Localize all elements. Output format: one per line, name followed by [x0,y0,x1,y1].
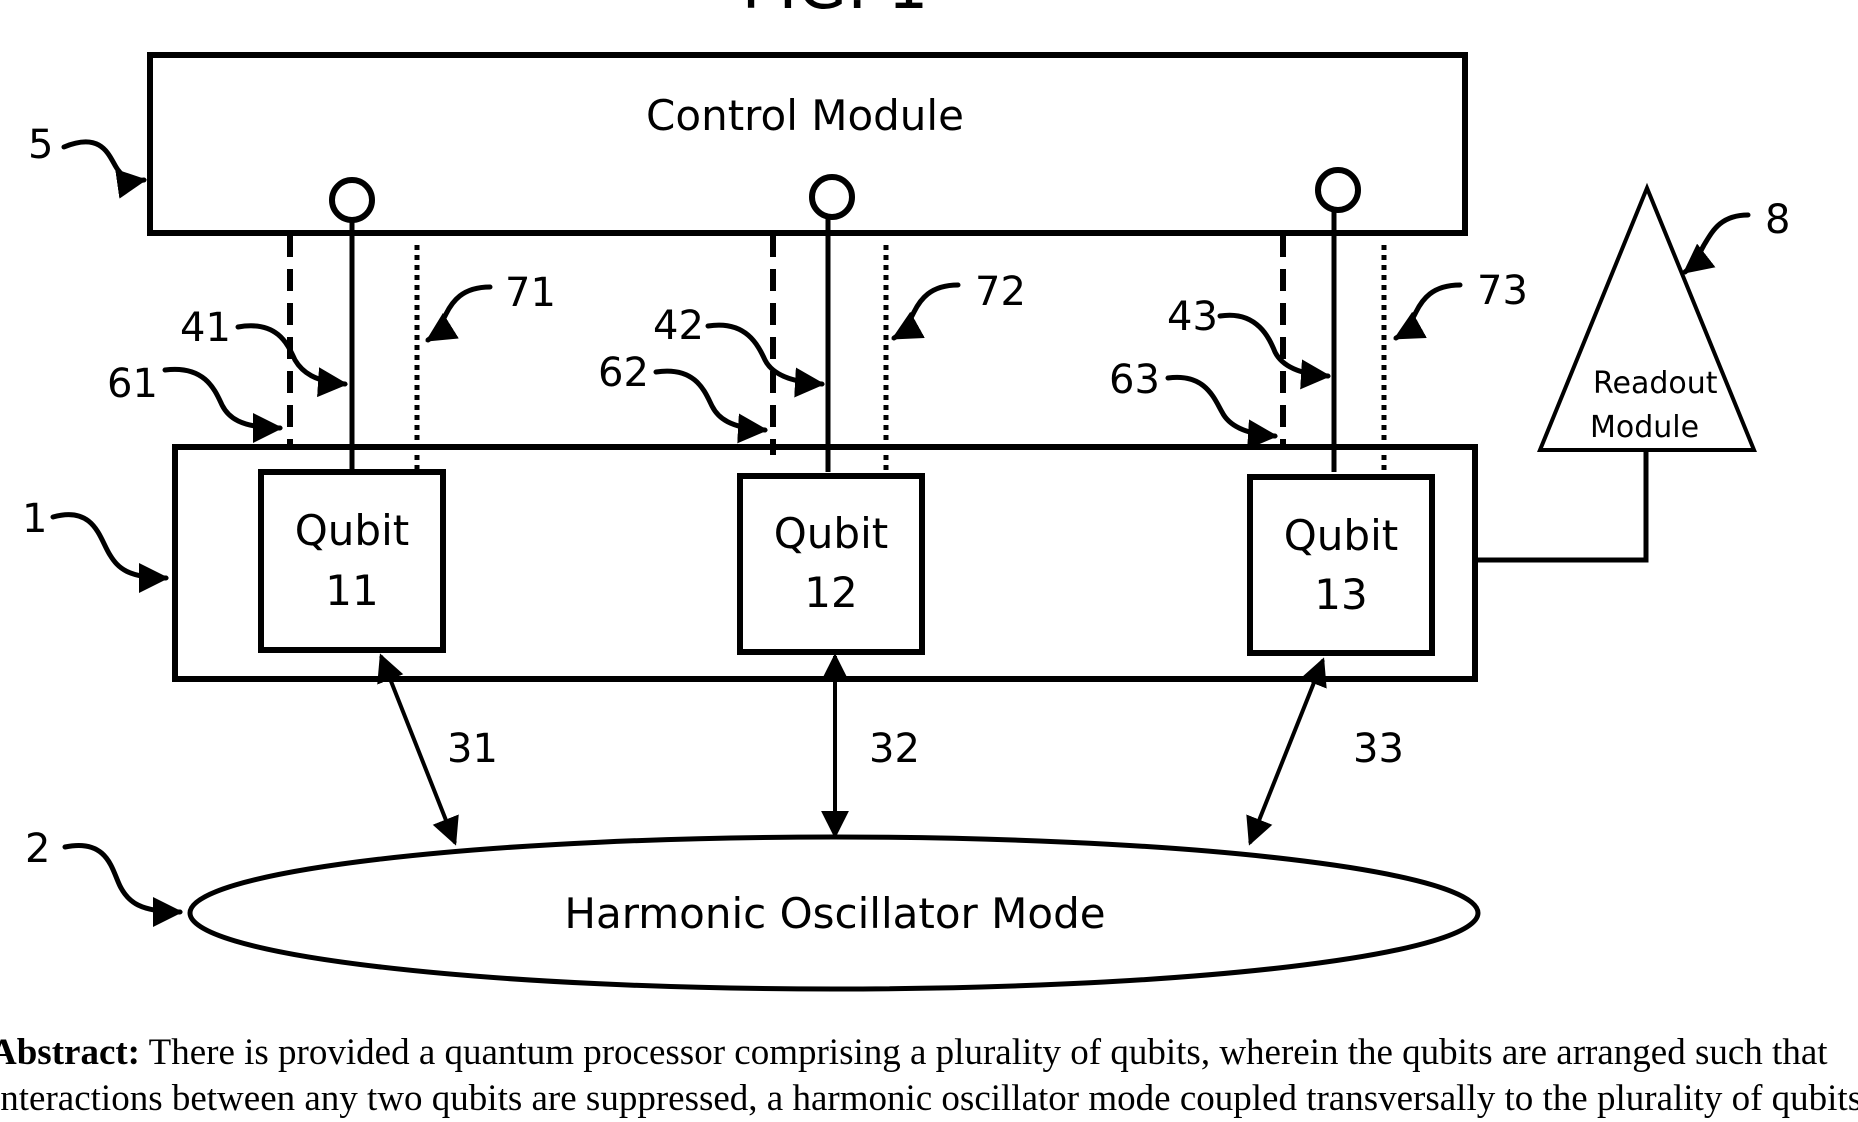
figure-title: FIG. 1 [742,0,929,24]
port-circle-3 [1318,170,1358,210]
port-circle-2 [812,177,852,217]
qubit-box-11: Qubit 11 [261,472,443,650]
abstract-line-1-text: There is provided a quantum processor co… [149,1032,1828,1073]
ref-5: 5 [28,122,53,168]
readout-connection [1475,452,1646,560]
ref-31: 31 [447,726,498,772]
qubit-box-13-number: 13 [1314,570,1367,619]
leader-arrow-43 [1220,315,1328,376]
leader-arrow-62 [656,371,765,430]
harmonic-oscillator: Harmonic Oscillator Mode [190,837,1478,989]
readout-module: Readout Module [1540,188,1754,450]
leader-arrow-8 [1685,215,1748,272]
leader-arrow-5 [64,142,144,181]
leader-arrow-1 [53,515,166,578]
leader-arrow-42 [708,325,822,384]
diagram-canvas: FIG. 1 Control Module Qubit 11 Qubit 12 … [0,0,1858,1030]
coupling-arrow-33 [1250,660,1323,843]
readout-module-label-1: Readout [1593,366,1718,401]
qubit-box-12: Qubit 12 [740,476,922,652]
qubit-box-12-number: 12 [804,568,857,617]
coupling-arrow-31 [381,656,455,843]
ref-41: 41 [180,305,231,351]
ref-61: 61 [107,361,158,407]
leader-arrow-63 [1168,377,1275,436]
leader-arrow-2 [65,845,180,912]
qubit-box-11-name: Qubit [295,506,409,555]
abstract-line-2: interactions between any two qubits are … [0,1076,1858,1122]
ref-1: 1 [22,496,47,542]
abstract-line-1: Abstract: There is provided a quantum pr… [0,1030,1858,1076]
qubit-box-11-number: 11 [325,566,378,615]
ref-33: 33 [1353,726,1404,772]
ref-2: 2 [25,826,50,872]
ref-32: 32 [869,726,920,772]
qubit-box-13-name: Qubit [1284,511,1398,560]
harmonic-oscillator-label: Harmonic Oscillator Mode [564,889,1105,938]
control-module-label: Control Module [646,91,964,140]
qubit-box-13: Qubit 13 [1250,477,1432,653]
ref-43: 43 [1167,294,1218,340]
abstract-text: Abstract: There is provided a quantum pr… [0,1030,1858,1122]
ref-72: 72 [975,269,1026,315]
port-circle-1 [332,180,372,220]
ref-71: 71 [505,270,556,316]
abstract-label: Abstract: [0,1032,140,1073]
qubit-box-12-name: Qubit [774,509,888,558]
leader-arrow-61 [165,369,280,428]
ref-63: 63 [1109,357,1160,403]
ref-8: 8 [1765,197,1790,243]
leader-arrow-73 [1396,285,1460,338]
ref-62: 62 [598,350,649,396]
leader-arrow-72 [894,285,958,338]
readout-module-label-2: Module [1590,410,1699,445]
ref-42: 42 [653,303,704,349]
leader-arrow-71 [428,287,490,340]
ref-73: 73 [1477,268,1528,314]
